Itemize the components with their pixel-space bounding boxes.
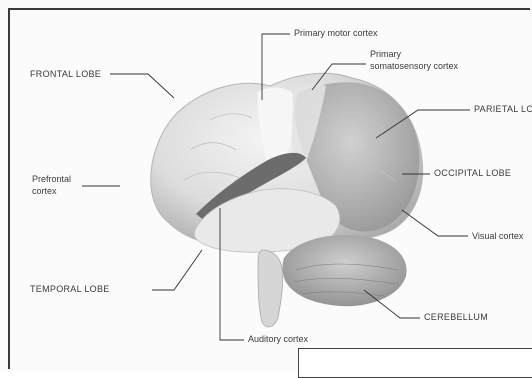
label-primary-motor-cortex: Primary motor cortex	[294, 28, 378, 39]
label-occipital-lobe: OCCIPITAL LOBE	[434, 168, 511, 179]
label-auditory-cortex: Auditory cortex	[248, 334, 308, 345]
brain-stem	[258, 250, 283, 327]
bottom-inset-box	[298, 348, 532, 378]
leader-visual	[402, 210, 468, 236]
label-somatosensory-line2: somatosensory cortex	[370, 61, 458, 72]
label-prefrontal-line1: Prefrontal	[32, 174, 71, 185]
leader-temporal	[152, 250, 202, 290]
label-temporal-lobe: TEMPORAL LOBE	[30, 284, 110, 295]
label-visual-cortex: Visual cortex	[472, 231, 523, 242]
label-somatosensory-line1: Primary	[370, 49, 401, 60]
leader-frontal	[110, 74, 174, 98]
label-parietal-lobe: PARIETAL LOBE	[474, 104, 532, 115]
cerebellum-shape	[283, 235, 407, 306]
label-cerebellum: CEREBELLUM	[424, 312, 488, 323]
label-prefrontal-line2: cortex	[32, 186, 57, 197]
label-frontal-lobe: FRONTAL LOBE	[30, 69, 101, 80]
